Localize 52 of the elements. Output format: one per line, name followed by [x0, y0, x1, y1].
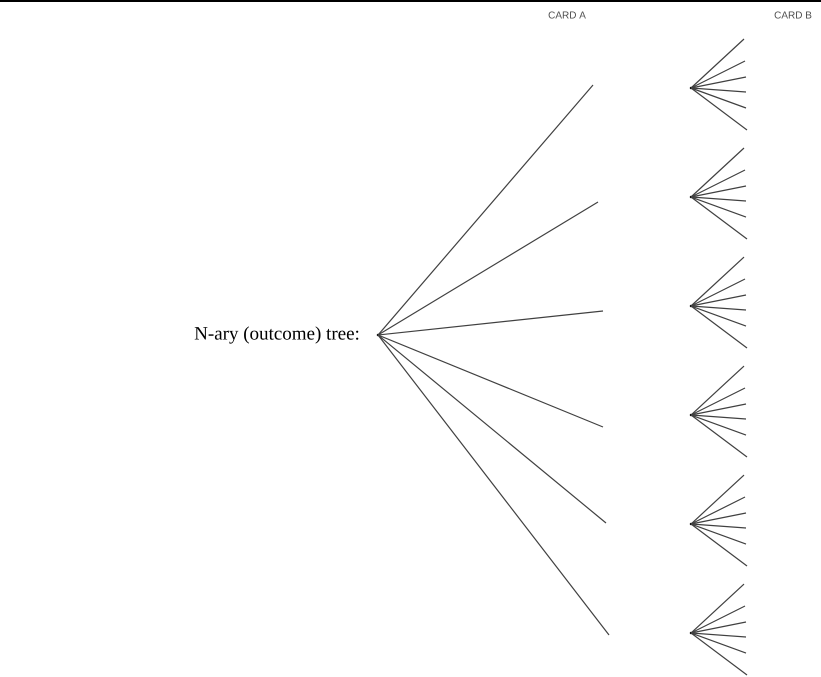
branch-line	[690, 60, 746, 89]
branch-line	[690, 414, 746, 420]
column-heading: CARD B	[774, 11, 812, 19]
branch-line	[690, 278, 746, 307]
branch-point	[690, 522, 692, 526]
branch-line	[690, 196, 746, 202]
branch-line	[690, 523, 746, 545]
branch-line	[690, 584, 744, 634]
tree-caption: N-ary (outcome) tree:	[194, 326, 358, 344]
branch-point	[690, 196, 692, 198]
branch-line	[690, 87, 746, 109]
branch-line	[690, 387, 746, 416]
branch-line	[690, 256, 744, 306]
branch-line	[690, 76, 746, 89]
branch-line	[690, 366, 744, 416]
branch-line	[690, 496, 746, 525]
branch-line	[378, 334, 610, 636]
branch-line	[690, 196, 748, 240]
branch-line	[690, 512, 746, 525]
branch-line	[378, 84, 594, 336]
branch-line	[690, 632, 746, 638]
branch-line	[690, 87, 746, 93]
branch-line	[690, 38, 744, 88]
branch-line	[690, 474, 744, 524]
branch-line	[690, 524, 748, 566]
branch-point	[690, 86, 692, 90]
branch-line	[690, 185, 746, 198]
branch-line	[690, 523, 746, 529]
branch-point	[690, 632, 692, 634]
branch-line	[690, 414, 746, 436]
branch-line	[378, 334, 606, 524]
branch-point	[690, 414, 692, 416]
branch-line	[690, 306, 748, 348]
branch-line	[378, 334, 604, 428]
branch-line	[690, 621, 746, 634]
branch-line	[690, 294, 746, 307]
branch-point	[690, 304, 692, 308]
branch-line	[690, 169, 746, 198]
branch-line	[690, 196, 746, 218]
column-heading: CARD A	[548, 11, 586, 19]
branch-line	[690, 414, 748, 458]
branch-line	[690, 605, 746, 634]
branch-line	[690, 88, 748, 130]
branch-line	[690, 632, 746, 654]
branch-line	[378, 201, 598, 336]
branch-line	[378, 310, 604, 336]
branch-line	[690, 305, 746, 327]
branch-line	[690, 305, 746, 311]
branch-line	[690, 632, 748, 676]
branch-line	[690, 403, 746, 416]
branch-point	[376, 334, 380, 336]
branch-line	[690, 148, 744, 198]
